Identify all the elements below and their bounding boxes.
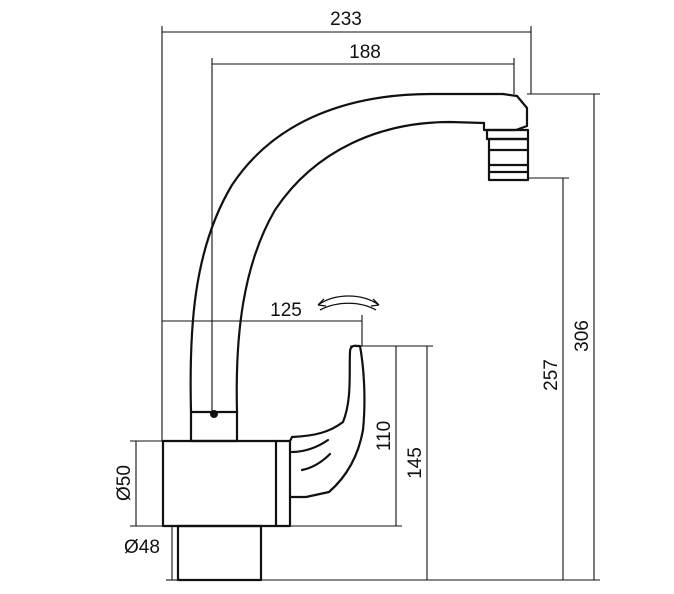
collar-screw [210, 410, 218, 418]
body-side-housing [274, 439, 292, 528]
spout-outer [189, 92, 505, 414]
spout-tip [482, 92, 529, 132]
handle-height-label: 110 [374, 421, 395, 451]
lever-detail-2 [300, 452, 332, 472]
swivel-arrow-icon [317, 295, 380, 311]
spout-height-label: 306 [572, 320, 593, 352]
handle-reach-label: 125 [270, 300, 302, 321]
base-diameter-label: Ø48 [124, 537, 160, 558]
overall-reach-label: 233 [330, 9, 362, 30]
body-height-label: 145 [405, 447, 426, 479]
spout-inner [235, 120, 486, 414]
lever-detail [290, 438, 330, 454]
aerator-top [485, 128, 530, 141]
dimension-lines [130, 26, 600, 581]
faucet-outline [161, 92, 530, 582]
spout-reach-label: 188 [349, 42, 381, 63]
aerator [487, 137, 530, 182]
faucet-body [161, 439, 278, 528]
lever-handle [288, 344, 366, 499]
outlet-height-label: 257 [541, 359, 562, 391]
faucet-base [176, 524, 263, 582]
dimension-labels: 233 188 125 306 257 145 110 Ø50 Ø48 [114, 9, 593, 558]
body-diameter-label: Ø50 [114, 465, 135, 501]
